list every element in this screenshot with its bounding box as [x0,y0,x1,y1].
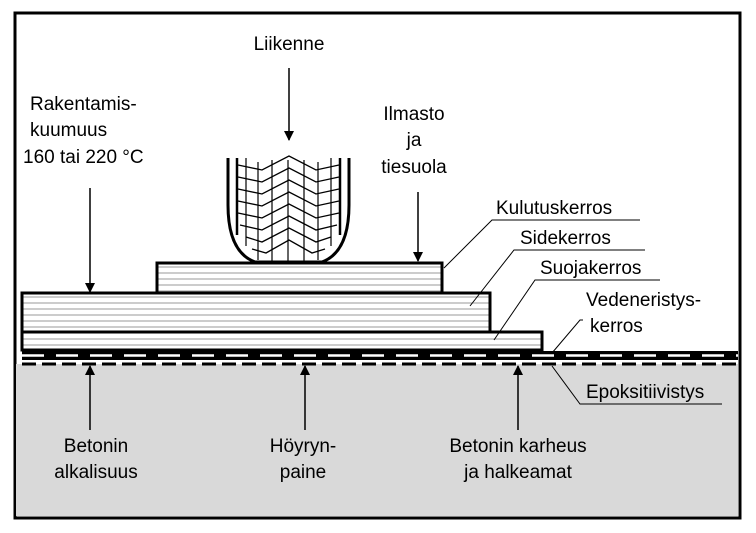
label-protective-course: Suojakerros [540,258,641,279]
label-climate-3: tiesuola [381,157,447,178]
tire-icon [226,155,351,264]
waterproofing-leader [551,319,583,354]
label-epoxy: Epoksitiivistys [586,382,704,403]
label-climate-1: Ilmasto [383,104,444,125]
label-climate-2: ja [406,130,422,151]
label-wearing-course: Kulutuskerros [496,198,612,219]
protective-course-leader [493,279,660,341]
epoxy-leader [551,365,722,405]
binder-course-leader [469,249,645,307]
concrete-slab [16,364,738,516]
binder-course-layer [20,291,492,334]
label-construction-heat-3: 160 tai 220 °C [23,147,144,168]
label-construction-heat-2: kuumuus [30,120,107,141]
label-alkalinity-1: Betonin [64,436,128,457]
label-roughness-1: Betonin karheus [449,436,586,457]
label-alkalinity-2: alkalisuus [54,462,137,483]
protective-course-layer [20,330,544,352]
wearing-course-layer [155,261,444,295]
label-construction-heat-1: Rakentamis- [30,94,137,115]
label-binder-course: Sidekerros [520,228,611,249]
label-roughness-2: ja halkeamat [463,462,572,483]
label-waterproofing-2: kerros [590,316,643,337]
label-traffic: Liikenne [254,34,325,55]
label-vapour-pressure-2: paine [280,462,327,483]
label-vapour-pressure-1: Höyryn- [270,436,337,457]
label-waterproofing-1: Vedeneristys- [586,290,701,311]
wearing-course-leader [443,219,640,269]
